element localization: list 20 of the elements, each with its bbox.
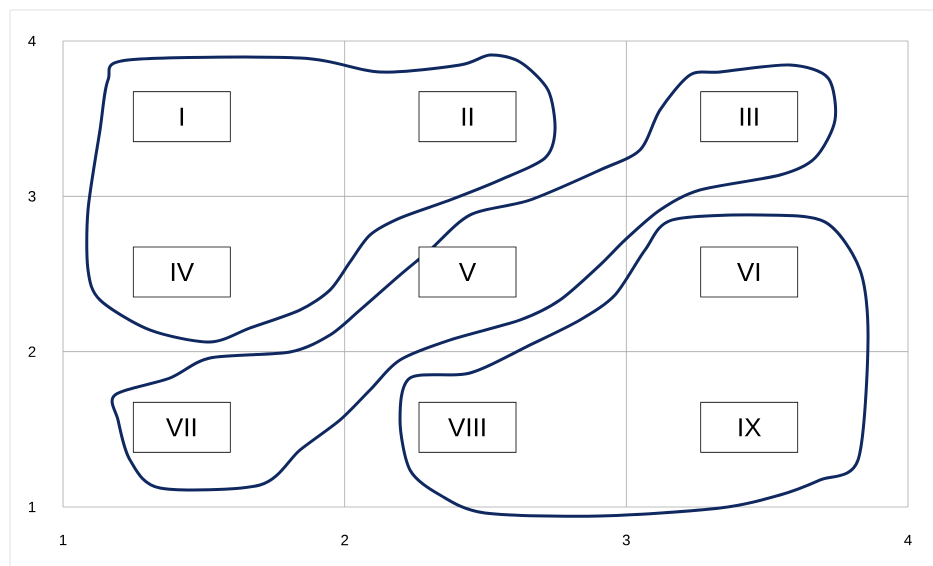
label-box: VIII [418,402,516,453]
label-box: V [418,246,516,298]
label-box: VII [132,402,231,453]
tick-label: 3 [28,190,36,202]
tick-label: 1 [28,502,36,512]
label-box: VI [700,246,798,298]
outline-loop [398,213,870,518]
tick-label: 3 [622,534,630,546]
label-box: III [700,91,798,142]
tick-label: 2 [341,534,348,546]
tick-label: 4 [28,36,36,46]
outline-loop [110,63,838,492]
label-box: I [132,91,231,142]
label-box: IV [132,246,231,298]
tick-label: 1 [60,534,66,546]
label-box: IX [700,402,798,453]
tick-label: 4 [904,534,912,546]
outline-loop [85,53,557,344]
label-box: II [418,91,516,142]
tick-label: 2 [28,346,36,357]
